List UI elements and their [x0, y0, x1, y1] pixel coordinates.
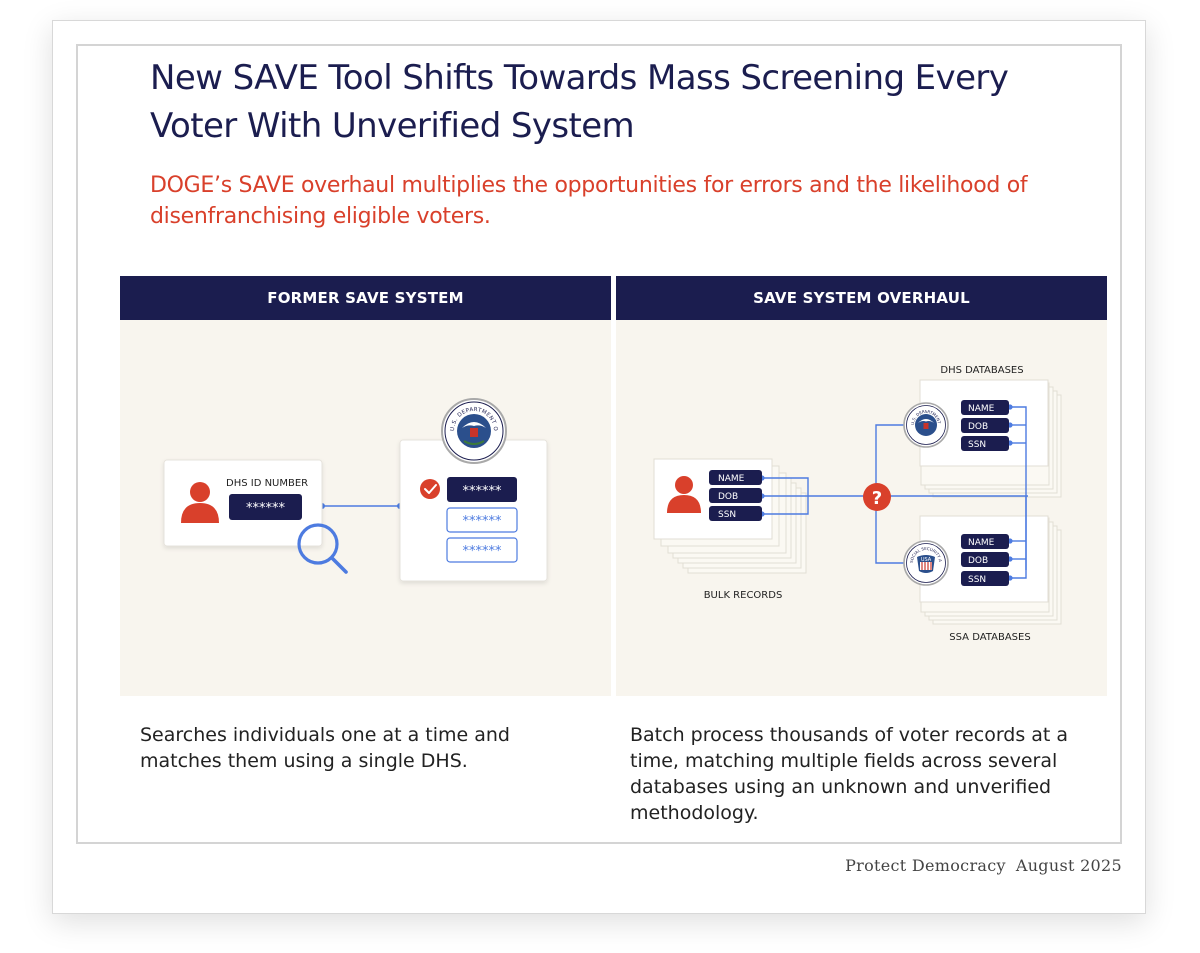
- footer-org: Protect Democracy: [845, 856, 1006, 875]
- save-overhaul-header: SAVE SYSTEM OVERHAUL: [616, 276, 1107, 320]
- former-save-header: FORMER SAVE SYSTEM: [120, 276, 611, 320]
- bulk-field-dob: DOB: [718, 492, 738, 502]
- svg-text:U.S. DEPARTMENT OF HOMELAND SE: U.S. DEPARTMENT OF HOMELAND SECURITY: [616, 320, 942, 425]
- former-save-caption: Searches individuals one at a time and m…: [140, 724, 510, 772]
- footer-credit: Protect Democracy August 2025: [845, 856, 1122, 875]
- dhs-db-fields: NAME DOB SSN: [961, 400, 1009, 451]
- dhs-seal-icon: U.S. DEPARTMENT OF HOMELAND SECURITY: [117, 316, 507, 464]
- dhs-field-ssn: SSN: [968, 440, 986, 450]
- ssa-field-dob: DOB: [968, 556, 988, 566]
- search-icon: [297, 523, 348, 574]
- svg-text:U.S. DEPARTMENT OF HOMELAND SE: U.S. DEPARTMENT OF HOMELAND SECURITY: [120, 320, 498, 432]
- connection-lines: [762, 406, 1028, 579]
- former-save-diagram: DHS ID NUMBER ****** ****** ****** *****…: [117, 316, 548, 582]
- dhs-id-value: ******: [246, 501, 286, 516]
- save-overhaul-panel: NAME DOB SSN NAME DOB SSN NAME DOB SSN: [614, 316, 1107, 696]
- ssa-databases-label: SSA DATABASES: [949, 632, 1030, 643]
- ssa-field-ssn: SSN: [968, 575, 986, 585]
- person-icon: [667, 476, 701, 513]
- record-2: ******: [463, 514, 503, 529]
- bulk-field-ssn: SSN: [718, 510, 736, 520]
- bulk-records-label: BULK RECORDS: [704, 590, 783, 601]
- former-save-panel: DHS ID NUMBER ****** ****** ****** *****…: [117, 316, 611, 696]
- person-id-card: DHS ID NUMBER ******: [163, 459, 323, 547]
- page-title: New SAVE Tool Shifts Towards Mass Screen…: [150, 58, 1009, 146]
- matched-record: ******: [463, 484, 503, 499]
- dhs-id-label: DHS ID NUMBER: [226, 478, 308, 489]
- dhs-field-name: NAME: [968, 404, 995, 414]
- record-3: ******: [463, 544, 503, 559]
- save-overhaul-caption: Batch process thousands of voter records…: [630, 724, 1069, 824]
- dhs-field-dob: DOB: [968, 422, 988, 432]
- footer-date: August 2025: [1015, 856, 1122, 875]
- dhs-databases-label: DHS DATABASES: [940, 365, 1023, 376]
- person-icon: [181, 482, 219, 523]
- page-subtitle: DOGE’s SAVE overhaul multiplies the oppo…: [150, 173, 1028, 229]
- bulk-field-name: NAME: [718, 474, 745, 484]
- bulk-record-card: NAME DOB SSN: [667, 470, 762, 521]
- question-mark: ?: [872, 488, 882, 509]
- ssa-seal-center: USA: [921, 557, 932, 563]
- dhs-seal-small-text: U.S. DEPARTMENT OF HOMELAND SECURITY: [614, 316, 942, 425]
- connector-line: [319, 503, 403, 509]
- check-icon: [420, 479, 440, 499]
- dhs-records-card: ****** ****** ******: [399, 439, 548, 582]
- dhs-seal-text: U.S. DEPARTMENT OF HOMELAND SECURITY: [117, 316, 498, 432]
- ssa-field-name: NAME: [968, 538, 995, 548]
- save-overhaul-diagram: NAME DOB SSN NAME DOB SSN NAME DOB SSN: [614, 316, 1062, 643]
- question-icon: ?: [863, 483, 891, 511]
- dhs-seal-small-icon: U.S. DEPARTMENT OF HOMELAND SECURITY: [614, 316, 949, 448]
- ssa-db-fields: NAME DOB SSN: [961, 534, 1009, 586]
